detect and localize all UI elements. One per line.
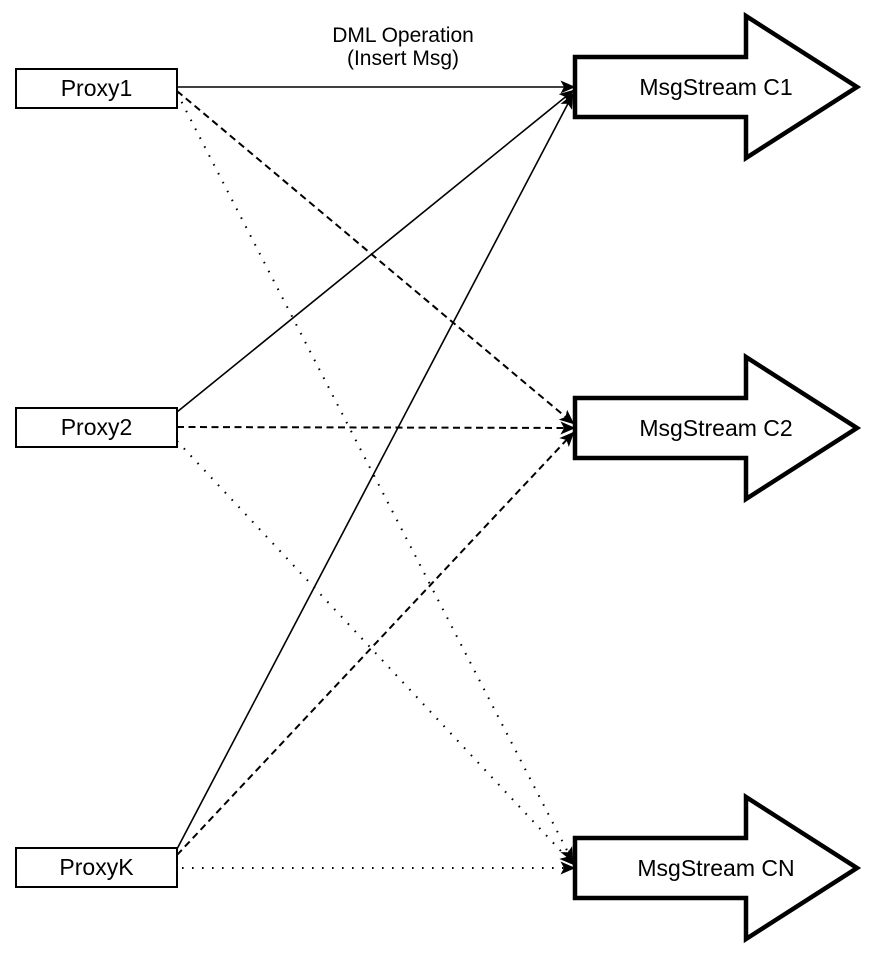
- node-proxyk: ProxyK: [15, 847, 178, 888]
- msgstream-c2-arrow-shape: [572, 352, 862, 504]
- connector-proxy2-c1: [176, 89, 575, 413]
- diagram-title-line1: DML Operation: [332, 24, 474, 47]
- msgstream-cn-arrow-shape: [572, 792, 862, 944]
- connector-proxyk-c1: [176, 93, 574, 850]
- node-proxyk-label: ProxyK: [59, 854, 134, 880]
- node-proxy1-label: Proxy1: [60, 75, 133, 101]
- connector-proxy2-c2: [176, 421, 576, 435]
- msgstream-c2-label: MsgStream C2: [639, 415, 793, 441]
- diagram-title-line2: (Insert Msg): [346, 47, 459, 70]
- connector-proxy1-c2: [176, 90, 575, 425]
- connector-proxyk-c2: [176, 431, 575, 856]
- node-proxy2: Proxy2: [15, 407, 178, 448]
- msgstream-c1-arrow-shape: [572, 11, 862, 163]
- msgstream-cn-label: MsgStream CN: [637, 855, 795, 881]
- diagram-title: DML Operation (Insert Msg): [253, 24, 553, 70]
- connector-proxy1-cn: [176, 92, 574, 863]
- node-proxy2-label: Proxy2: [60, 414, 133, 440]
- msgstream-c1-label: MsgStream C1: [639, 74, 793, 100]
- connector-proxy2-cn: [176, 440, 575, 866]
- node-proxy1: Proxy1: [15, 68, 178, 109]
